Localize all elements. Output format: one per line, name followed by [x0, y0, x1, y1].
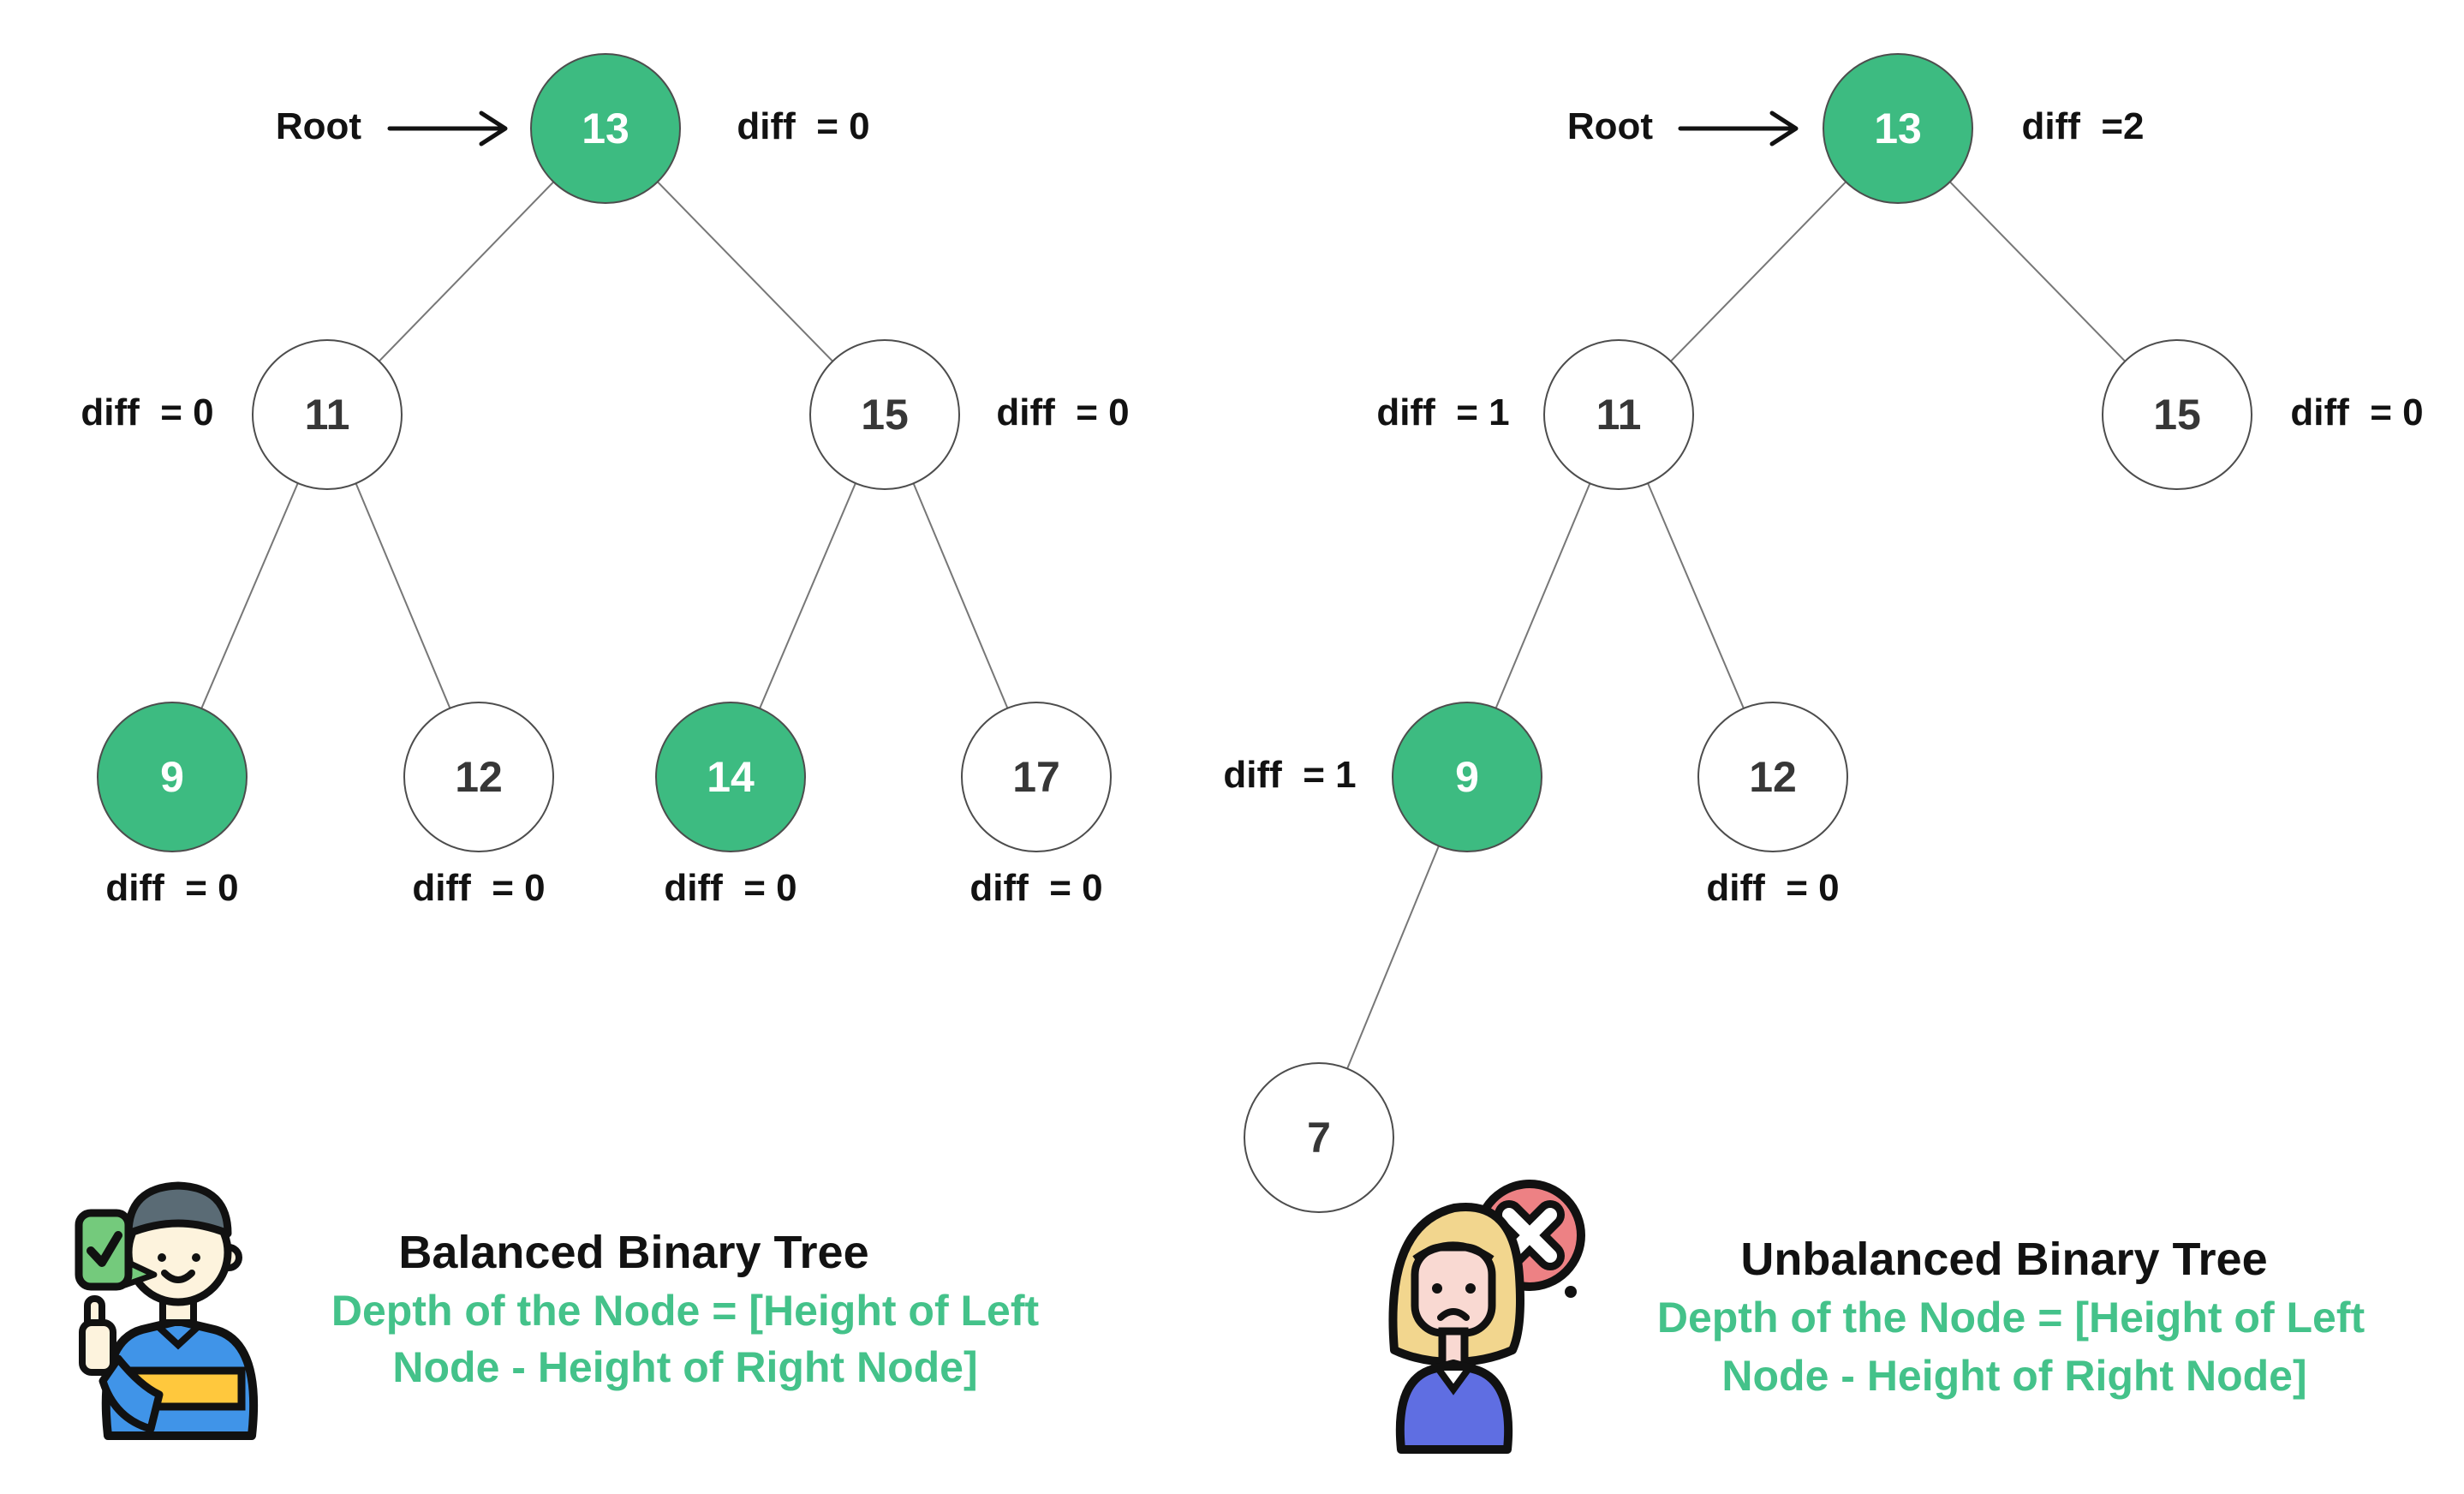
diff-label: diff = 1: [1376, 391, 1510, 433]
shirt-shape: [1395, 1360, 1513, 1454]
diff-label: diff = 0: [81, 391, 214, 433]
eye: [1432, 1283, 1442, 1294]
tree-node: 11: [1543, 339, 1694, 490]
diff-label: diff = 0: [105, 867, 239, 909]
frown: [1437, 1308, 1470, 1321]
left-root-arrow: [387, 111, 508, 146]
node-value: 12: [1749, 753, 1797, 801]
tree-node: 17: [961, 702, 1112, 852]
right-tree-edges: [1318, 128, 2178, 1138]
root-label: Root: [275, 105, 362, 147]
right-formula-line2: Node - Height of Right Node]: [1721, 1352, 2307, 1400]
node-value: 13: [1874, 105, 1922, 152]
eye: [158, 1253, 166, 1262]
right-root-arrow: [1678, 111, 1799, 146]
tree-node: 14: [655, 702, 806, 852]
person-thumbs-up-with-check-icon: [74, 1177, 274, 1443]
diff-label: diff =2: [2021, 105, 2145, 147]
node-value: 12: [455, 753, 503, 801]
face: [1411, 1243, 1496, 1337]
diff-label: diff = 1: [1223, 754, 1357, 796]
diff-label: diff = 0: [412, 867, 546, 909]
left-formula-line1: Depth of the Node = [Height of Left: [331, 1287, 1040, 1335]
tree-node: 12: [403, 702, 554, 852]
collar: [153, 1322, 203, 1350]
fringe: [1412, 1241, 1495, 1263]
node-value: 13: [582, 105, 629, 152]
check-bubble: [75, 1209, 133, 1291]
tree-node: 7: [1244, 1062, 1394, 1213]
eye: [192, 1253, 200, 1262]
hair: [124, 1181, 232, 1238]
node-value: 11: [1596, 391, 1642, 439]
node-value: 9: [1455, 753, 1479, 801]
smile: [161, 1270, 195, 1283]
tree-node: 9: [1392, 702, 1542, 852]
tree-node: 15: [809, 339, 960, 490]
diff-label: diff = 0: [664, 867, 797, 909]
node-value: 17: [1012, 753, 1060, 801]
root-label: Root: [1566, 105, 1654, 147]
diff-label: diff = 0: [737, 105, 870, 147]
tree-node: 15: [2102, 339, 2252, 490]
tree-node: 9: [97, 702, 248, 852]
sleeve: [98, 1354, 164, 1433]
node-value: 14: [707, 753, 755, 801]
diff-label: diff = 0: [2290, 391, 2424, 433]
tree-node: 13: [1823, 53, 1973, 204]
eye: [1465, 1283, 1476, 1294]
badge-dot: [1565, 1286, 1577, 1298]
tree-node: 12: [1697, 702, 1848, 852]
node-value: 11: [304, 391, 350, 439]
node-value: 7: [1307, 1114, 1331, 1162]
v-neck: [1430, 1364, 1477, 1395]
tree-node: 13: [530, 53, 681, 204]
diff-label: diff = 0: [996, 391, 1130, 433]
fist: [79, 1319, 116, 1376]
right-formula-line1: Depth of the Node = [Height of Left: [1656, 1294, 2366, 1342]
node-value: 15: [861, 391, 909, 439]
node-value: 9: [160, 753, 184, 801]
diff-label: diff = 0: [969, 867, 1103, 909]
right-panel-title: Unbalanced Binary Tree: [1740, 1234, 2268, 1285]
node-value: 15: [2153, 391, 2201, 439]
tree-node: 11: [252, 339, 403, 490]
person-sad-with-cross-icon: [1384, 1172, 1593, 1456]
diff-label: diff = 0: [1706, 867, 1840, 909]
left-panel-title: Balanced Binary Tree: [398, 1227, 869, 1278]
left-formula-line2: Node - Height of Right Node]: [392, 1343, 978, 1391]
check-icon: [87, 1231, 122, 1267]
